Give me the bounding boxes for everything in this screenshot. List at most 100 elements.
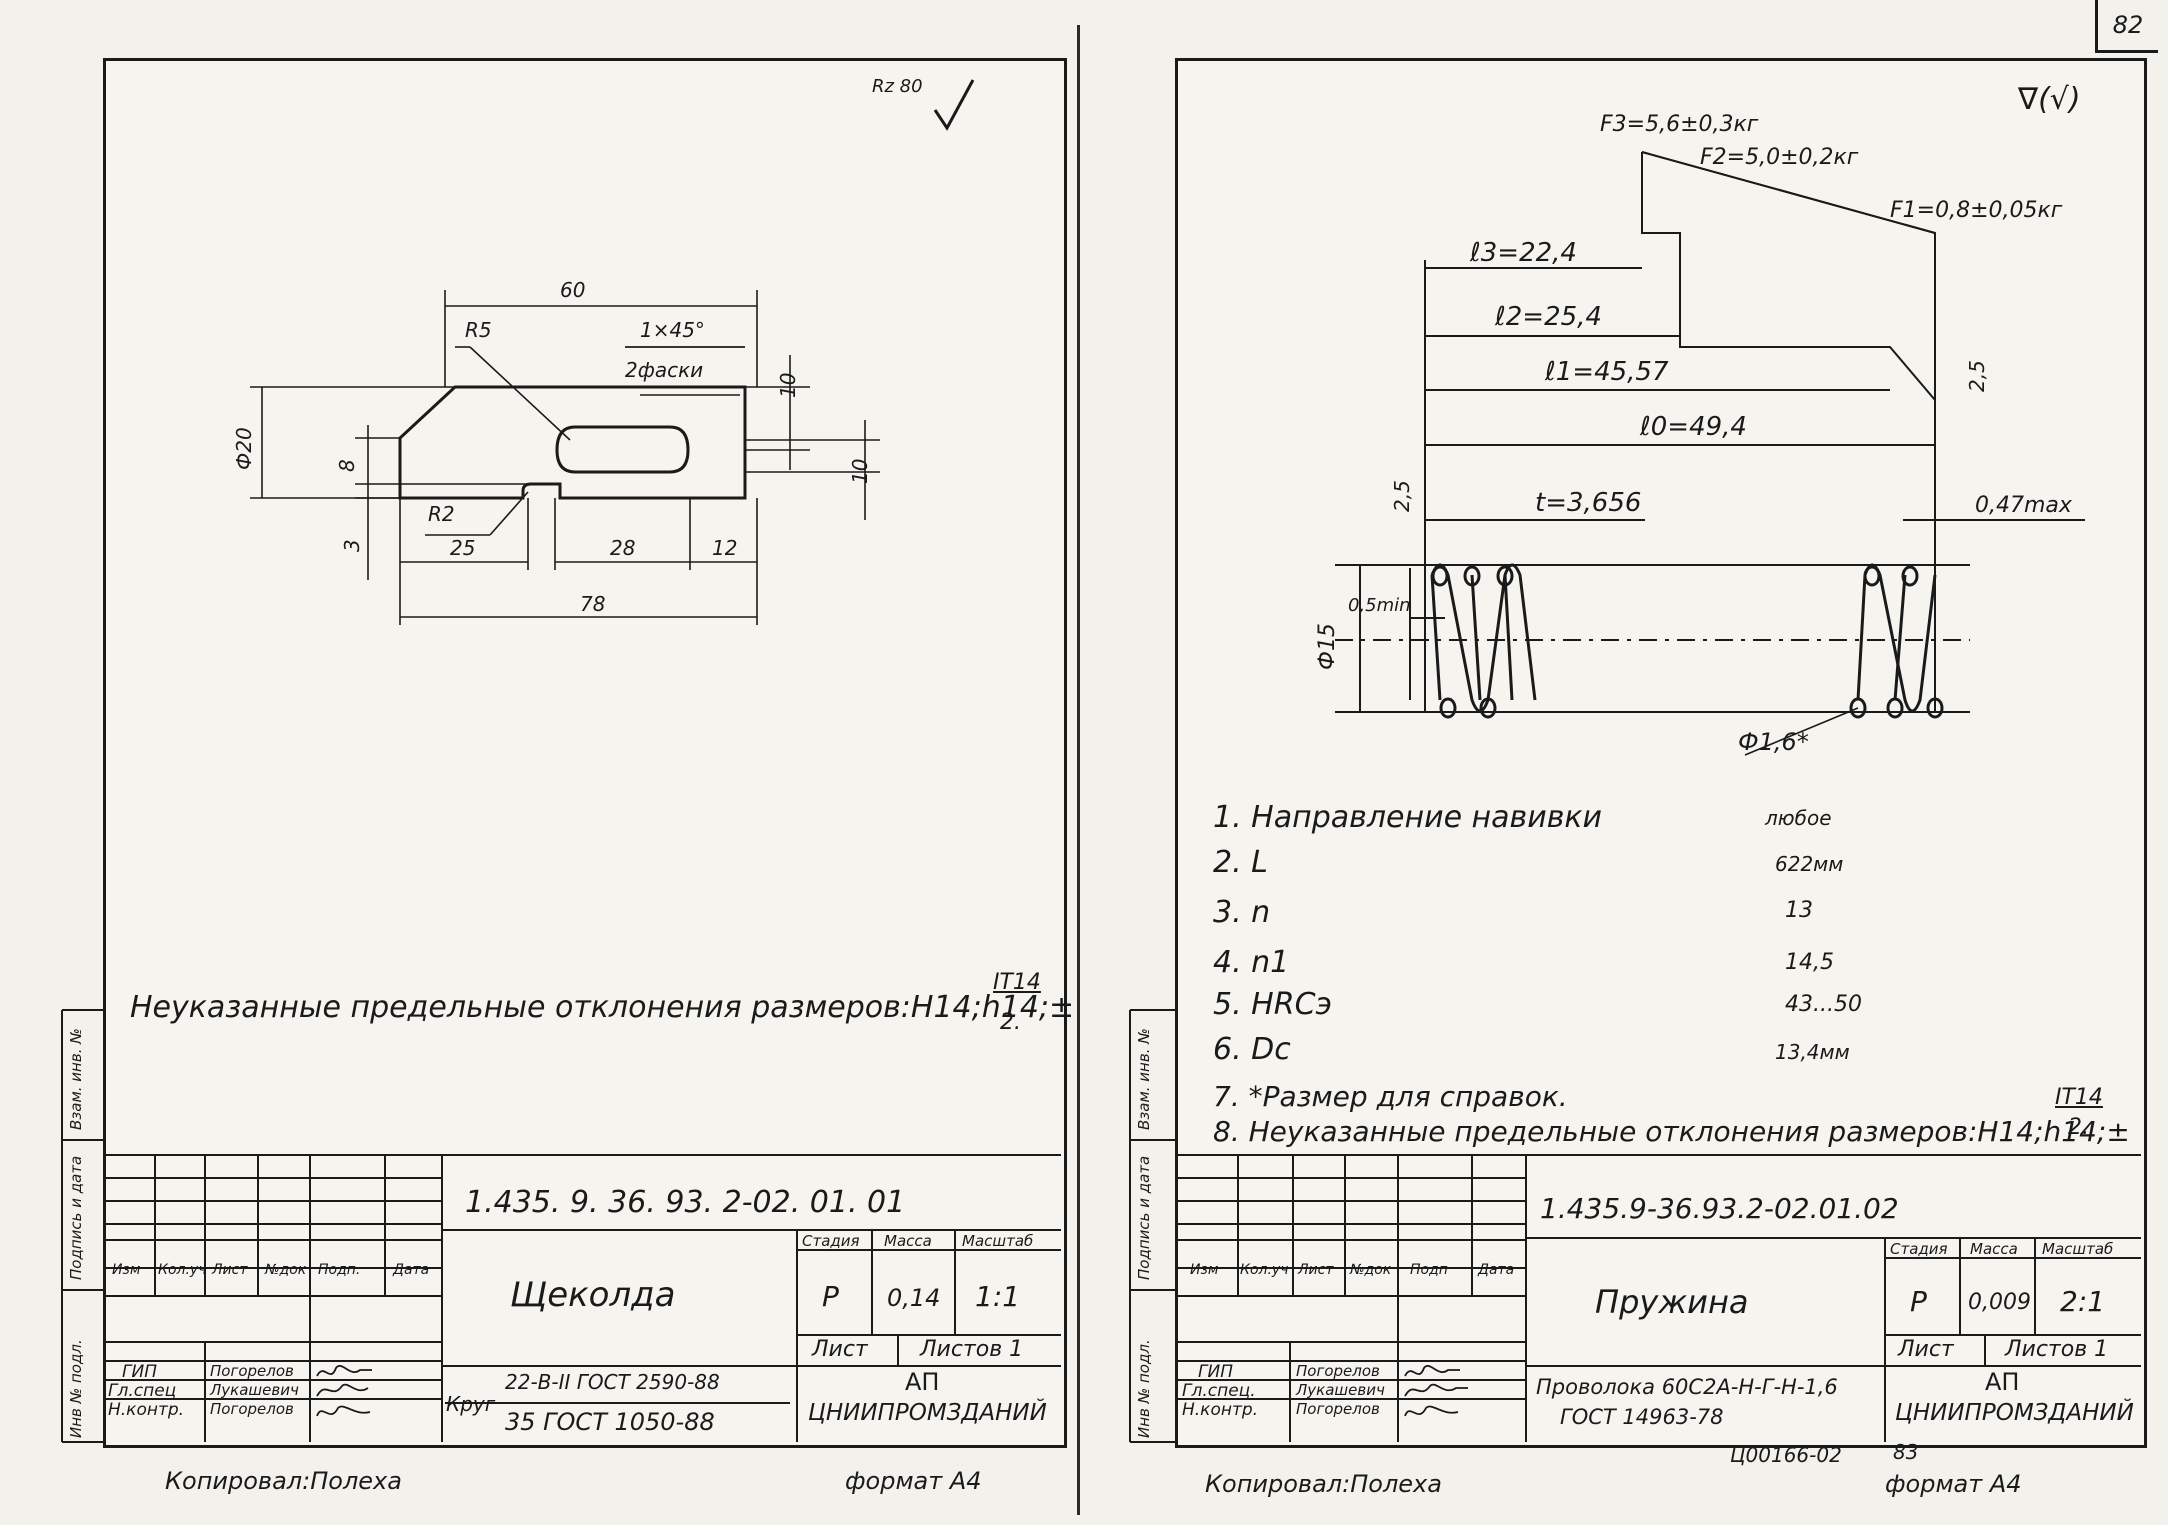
rz80-symbol — [933, 79, 975, 131]
left-person-1: Погорелов — [210, 1362, 294, 1380]
left-role-nkontr: Н.контр. — [108, 1400, 185, 1420]
right-header-list: Лист — [1298, 1262, 1334, 1278]
right-tolerance-note: 8. Неуказанные предельные отклонения раз… — [1213, 1115, 2130, 1148]
left-person-2: Лукашевич — [210, 1381, 299, 1399]
dim-chamfer: 1×45° — [640, 318, 705, 342]
dim-l3: ℓ3=22,4 — [1470, 238, 1577, 268]
note-4-value: 14,5 — [1785, 950, 1834, 975]
dim-28: 28 — [610, 536, 636, 560]
left-org-bottom: ЦНИИПРОМЗДАНИЙ — [808, 1400, 1047, 1426]
right-header-doc: №док — [1350, 1262, 1392, 1278]
note-1-label: 1. Направление навивки — [1213, 800, 1603, 835]
left-sheet — [103, 58, 1067, 1448]
left-header-izm: Изм — [112, 1262, 141, 1278]
dim-f2: F2=5,0±0,2кг — [1700, 145, 1859, 170]
right-tolerance-frac-bottom: 2. — [2068, 1115, 2089, 1140]
right-stage-value: Р — [1910, 1285, 1927, 1318]
dim-l0: ℓ0=49,4 — [1640, 412, 1747, 442]
left-header-kol: Кол.уч — [158, 1262, 207, 1278]
right-scale-value: 2:1 — [2060, 1285, 2106, 1318]
note-3-label: 3. n — [1213, 895, 1271, 930]
note-4-label: 4. n1 — [1213, 945, 1290, 980]
left-scale-header: Масштаб — [962, 1232, 1034, 1250]
left-format: формат А4 — [845, 1467, 982, 1495]
latch-drawing — [250, 290, 880, 625]
page-number: 82 — [2095, 0, 2158, 53]
note-7-label: 7. *Размер для справок. — [1213, 1080, 1568, 1113]
right-header-date: Дата — [1478, 1262, 1515, 1278]
right-person-2: Лукашевич — [1296, 1381, 1385, 1399]
left-header-date: Дата — [393, 1262, 430, 1278]
dim-78: 78 — [580, 592, 606, 616]
left-part-name: Щеколда — [510, 1275, 676, 1315]
right-part-name: Пружина — [1595, 1283, 1749, 1321]
page-divider — [1077, 25, 1080, 1515]
left-mass-header: Масса — [884, 1232, 932, 1250]
right-format: формат А4 — [1885, 1470, 2022, 1498]
right-header-izm: Изм — [1190, 1262, 1219, 1278]
dim-f1: F1=0,8±0,05кг — [1890, 198, 2063, 223]
left-role-glspec: Гл.спец — [108, 1381, 177, 1401]
dim-0-5min: 0,5min — [1348, 595, 1411, 616]
dim-r5: R5 — [465, 318, 492, 342]
dim-phi1-6: Ф1,6* — [1738, 728, 1809, 756]
left-signatures — [316, 1365, 372, 1417]
dim-f3: F3=5,6±0,3кг — [1600, 112, 1759, 137]
right-role-gip: ГИП — [1198, 1362, 1233, 1382]
right-org-top: АП — [1985, 1368, 2020, 1396]
right-header-podp: Подп — [1410, 1262, 1448, 1278]
right-role-nkontr: Н.контр. — [1182, 1400, 1259, 1420]
note-2-label: 2. L — [1213, 845, 1268, 880]
left-material-top: 22-В-II ГОСТ 2590-88 — [505, 1370, 720, 1394]
left-material-prefix: Круг — [446, 1392, 496, 1416]
left-tolerance-frac-bottom: 2. — [1000, 1010, 1021, 1035]
right-stamp-number: 83 — [1893, 1440, 1919, 1464]
dim-60: 60 — [560, 278, 586, 302]
right-mass-value: 0,009 — [1968, 1290, 2031, 1315]
right-signatures — [1404, 1365, 1468, 1417]
right-sheet — [1175, 58, 2147, 1448]
left-role-gip: ГИП — [122, 1362, 157, 1382]
right-mass-header: Масса — [1970, 1240, 2018, 1258]
note-5-value: 43...50 — [1785, 992, 1862, 1017]
right-role-glspec: Гл.спец. — [1182, 1381, 1256, 1401]
right-sheet-label: Лист — [1898, 1337, 1954, 1362]
right-stamp-code: Ц00166-02 — [1730, 1443, 1842, 1467]
right-material-top: Проволока 60С2А-Н-Г-Н-1,6 — [1536, 1375, 1838, 1399]
note-6-value: 13,4мм — [1775, 1040, 1850, 1064]
left-header-podp: Подп. — [318, 1262, 361, 1278]
left-header-list: Лист — [212, 1262, 248, 1278]
dim-12: 12 — [712, 536, 738, 560]
left-stage-value: Р — [822, 1280, 839, 1313]
left-stage-header: Стадия — [802, 1232, 860, 1250]
right-header-kol: Кол.уч — [1240, 1262, 1289, 1278]
note-1-value: любое — [1765, 806, 1832, 830]
note-3-value: 13 — [1785, 898, 1813, 923]
left-person-3: Погорелов — [210, 1400, 294, 1418]
right-scale-header: Масштаб — [2042, 1240, 2114, 1258]
left-tolerance-note: Неуказанные предельные отклонения размер… — [130, 990, 1075, 1025]
note-5-label: 5. HRCэ — [1213, 987, 1332, 1022]
dim-l2: ℓ2=25,4 — [1495, 302, 1602, 332]
left-tolerance-frac-top: IT14 — [993, 970, 1041, 995]
dim-pitch: t=3,656 — [1535, 488, 1642, 518]
note-6-label: 6. Dc — [1213, 1032, 1291, 1067]
right-sheets-count: Листов 1 — [2005, 1337, 2109, 1362]
dim-r2: R2 — [428, 502, 455, 526]
left-copied-by: Копировал:Полеха — [165, 1467, 402, 1495]
right-copied-by: Копировал:Полеха — [1205, 1470, 1442, 1498]
dim-chamfer-note: 2фаски — [625, 358, 704, 382]
right-tolerance-frac-top: IT14 — [2055, 1085, 2103, 1110]
left-org-top: АП — [905, 1368, 940, 1396]
left-sheet-label: Лист — [812, 1337, 868, 1362]
roughness-symbol-right: ∇(√) — [2018, 82, 2081, 117]
left-sheets-count: Листов 1 — [920, 1337, 1024, 1362]
right-doc-code: 1.435.9-36.93.2-02.01.02 — [1540, 1192, 1899, 1225]
left-mass-value: 0,14 — [887, 1284, 941, 1312]
left-doc-code: 1.435. 9. 36. 93. 2-02. 01. 01 — [465, 1185, 906, 1220]
note-2-value: 622мм — [1775, 852, 1844, 876]
right-material-bottom: ГОСТ 14963-78 — [1560, 1405, 1724, 1429]
left-material-bottom: 35 ГОСТ 1050-88 — [505, 1408, 715, 1436]
